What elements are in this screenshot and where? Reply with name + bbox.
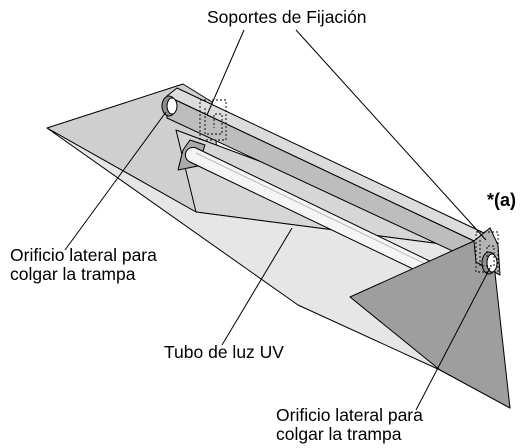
label-orificio-lateral-right: Orificio lateral para colgar la trampa [276, 406, 423, 444]
label-marker-a: *(a) [487, 190, 517, 210]
leader-soportes-right [295, 29, 487, 241]
left-hanging-hole-rim [166, 97, 178, 115]
label-orificio-lateral-left: Orificio lateral para colgar la trampa [10, 246, 157, 284]
leader-tubo [221, 227, 293, 346]
right-hanging-hole-rim [486, 253, 498, 273]
mounting-bracket-right [475, 231, 499, 273]
label-orificio-left-line-2: colgar la trampa [10, 264, 136, 284]
label-orificio-left-line-1: Orificio lateral para [10, 245, 157, 265]
label-soportes-de-fijacion: Soportes de Fijación [207, 7, 367, 27]
label-orificio-right-line-1: Orificio lateral para [276, 405, 423, 425]
label-orificio-right-line-2: colgar la trampa [276, 424, 402, 444]
leader-lines [64, 29, 491, 411]
leader-orificio-right [415, 267, 491, 411]
leader-soportes-left [206, 29, 245, 116]
label-tubo-de-luz-uv: Tubo de luz UV [164, 342, 284, 362]
uv-tube-highlight [195, 152, 439, 271]
leader-orificio-left [64, 111, 167, 251]
